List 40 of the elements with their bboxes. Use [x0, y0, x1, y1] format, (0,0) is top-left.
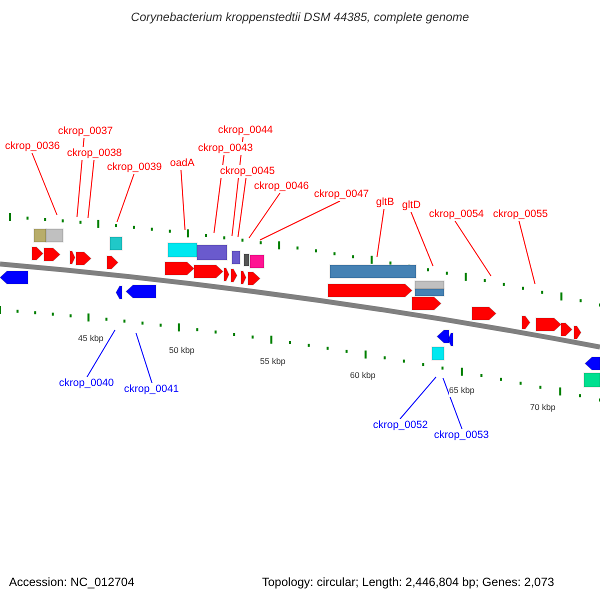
gene-label: ckrop_0046 [254, 180, 309, 193]
genome-info-text: Topology: circular; Length: 2,446,804 bp; Genes: 2,073 [262, 576, 554, 589]
gene-label: ckrop_0053 [434, 429, 489, 442]
accession-text: Accession: NC_012704 [9, 576, 134, 589]
leader-line [86, 330, 116, 378]
gene-label: gltB [376, 196, 394, 209]
scale-label: 70 kbp [530, 401, 556, 414]
gene-label: gltD [402, 199, 421, 212]
scale-label: 65 kbp [449, 384, 475, 397]
leader-line [248, 192, 280, 238]
leader-line [88, 160, 94, 218]
leader-line [238, 178, 246, 238]
leader-line [410, 212, 434, 266]
leader-line [454, 220, 492, 276]
leader-line [32, 152, 58, 216]
gene-label: ckrop_0040 [59, 377, 114, 390]
leader-line [260, 200, 340, 240]
scale-label: 50 kbp [169, 344, 195, 357]
scale-label: 55 kbp [260, 355, 286, 368]
gene-label: ckrop_0037 [58, 125, 113, 138]
leader-line [442, 378, 462, 430]
gene-label: ckrop_0052 [373, 419, 428, 432]
gene-label: ckrop_0055 [493, 208, 548, 221]
leader-line [136, 332, 152, 384]
gene-label: ckrop_0041 [124, 383, 179, 396]
gene-label: ckrop_0039 [107, 161, 162, 174]
gene-label: ckrop_0045 [220, 165, 275, 178]
gene-label: ckrop_0038 [67, 147, 122, 160]
scale-label: 45 kbp [78, 332, 104, 345]
gene-label: ckrop_0043 [198, 142, 253, 155]
leader-line [180, 170, 186, 230]
gene-label: ckrop_0036 [5, 140, 60, 153]
gene-label: ckrop_0047 [314, 188, 369, 201]
leader-line [116, 174, 134, 222]
scale-label: 60 kbp [350, 369, 376, 382]
leader-line [376, 208, 384, 258]
leader-line [518, 220, 536, 284]
leader-line [400, 376, 436, 420]
gene-label: ckrop_0054 [429, 208, 484, 221]
gene-label: ckrop_0044 [218, 124, 273, 137]
